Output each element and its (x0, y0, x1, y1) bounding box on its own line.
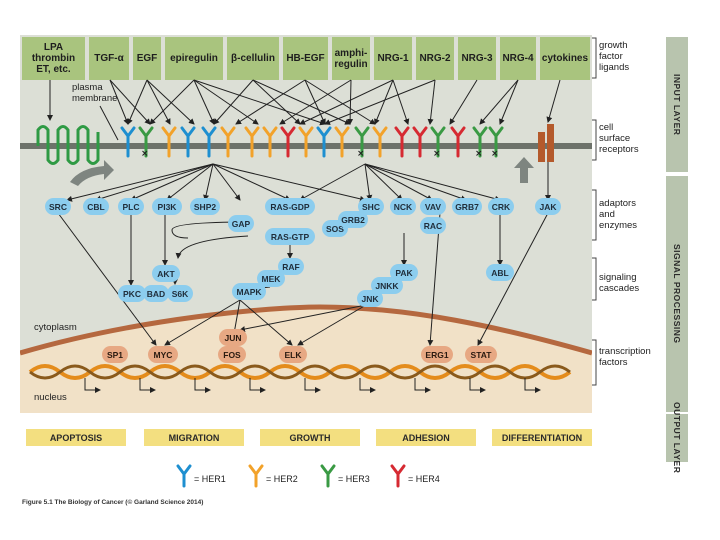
node-grb2: GRB2 (338, 211, 368, 228)
node-nck: NCK (390, 198, 416, 215)
nucleus-label: nucleus (34, 392, 67, 403)
node-bad: BAD (143, 285, 169, 302)
legend-her2: = HER2 (266, 474, 298, 484)
ligand-cytokines: cytokines (540, 37, 590, 80)
label-transcription-factors: transcription factors (599, 346, 651, 368)
her4-icon (390, 464, 406, 488)
tf-myc: MYC (148, 346, 178, 363)
node-s6k: S6K (167, 285, 193, 302)
side-signal-processing: SIGNAL PROCESSING (666, 176, 688, 412)
node-pak: PAK (390, 264, 418, 281)
ligand-epiregulin: epiregulin (165, 37, 223, 80)
her2-icon (248, 464, 264, 488)
node-ras-gtp: RAS-GTP (265, 228, 315, 245)
ligand-nrg4: NRG-4 (500, 37, 536, 80)
her1-icon (176, 464, 192, 488)
node-plc: PLC (118, 198, 144, 215)
outcome-apoptosis: APOPTOSIS (26, 429, 126, 446)
node-vav: VAV (420, 198, 446, 215)
plasma-membrane-label: plasma membrane (72, 82, 118, 104)
node-jnk: JNK (357, 290, 383, 307)
node-abl: ABL (486, 264, 514, 281)
side-output-layer: OUTPUT LAYER (666, 402, 688, 474)
svg-text:×: × (357, 149, 365, 159)
ligand-nrg1: NRG-1 (374, 37, 412, 80)
label-adaptors-enzymes: adaptors and enzymes (599, 198, 638, 231)
node-cbl: CBL (83, 198, 109, 215)
tf-jun: JUN (219, 329, 247, 346)
cytoplasm-label: cytoplasm (34, 322, 77, 333)
node-ras-gdp: RAS-GDP (265, 198, 315, 215)
svg-text:×: × (433, 149, 441, 159)
her3-icon (320, 464, 336, 488)
outcome-migration: MIGRATION (144, 429, 244, 446)
tf-sp1: SP1 (102, 346, 128, 363)
node-shc: SHC (358, 198, 384, 215)
svg-text:×: × (475, 149, 483, 159)
ligand-lpa: LPA thrombin ET, etc. (22, 37, 85, 80)
node-shp2: SHP2 (190, 198, 220, 215)
node-jnkk: JNKK (371, 277, 403, 294)
ligand-egf: EGF (133, 37, 161, 80)
tf-fos: FOS (218, 346, 246, 363)
node-mek: MEK (257, 270, 285, 287)
outcome-growth: GROWTH (260, 429, 360, 446)
svg-text:×: × (141, 149, 149, 159)
legend-her3: = HER3 (338, 474, 370, 484)
ligand-beta-cellulin: β-cellulin (227, 37, 279, 80)
label-growth-factor-ligands: growth factor ligands (599, 40, 630, 73)
node-src: SRC (45, 198, 71, 215)
node-pi3k: PI3K (152, 198, 182, 215)
node-grb7: GRB7 (452, 198, 482, 215)
node-raf: RAF (278, 258, 304, 275)
figure-caption: Figure 5.1 The Biology of Cancer (© Garl… (22, 499, 204, 506)
tf-stat: STAT (465, 346, 497, 363)
node-jak: JAK (535, 198, 561, 215)
node-mapk: MAPK (232, 283, 266, 300)
side-input-layer: INPUT LAYER (666, 37, 688, 172)
ligand-amphiregulin: amphi- regulin (332, 37, 370, 80)
outcome-differentiation: DIFFERENTIATION (492, 429, 592, 446)
ligand-nrg2: NRG-2 (416, 37, 454, 80)
node-pkc: PKC (118, 285, 146, 302)
node-gap: GAP (228, 215, 254, 232)
nucleus-region (20, 304, 592, 413)
tf-erg1: ERG1 (421, 346, 453, 363)
node-crk: CRK (488, 198, 514, 215)
legend-her4: = HER4 (408, 474, 440, 484)
label-cell-surface-receptors: cell surface receptors (599, 122, 639, 155)
tf-elk: ELK (279, 346, 307, 363)
svg-text:×: × (491, 149, 499, 159)
node-akt: AKT (152, 265, 180, 282)
dna-helices (28, 364, 572, 380)
node-rac: RAC (420, 217, 446, 234)
ligand-tgf-alpha: TGF-α (89, 37, 129, 80)
ligand-hb-egf: HB-EGF (283, 37, 328, 80)
label-signaling-cascades: signaling cascades (599, 272, 640, 294)
ligand-nrg3: NRG-3 (458, 37, 496, 80)
outcome-adhesion: ADHESION (376, 429, 476, 446)
legend-her1: = HER1 (194, 474, 226, 484)
